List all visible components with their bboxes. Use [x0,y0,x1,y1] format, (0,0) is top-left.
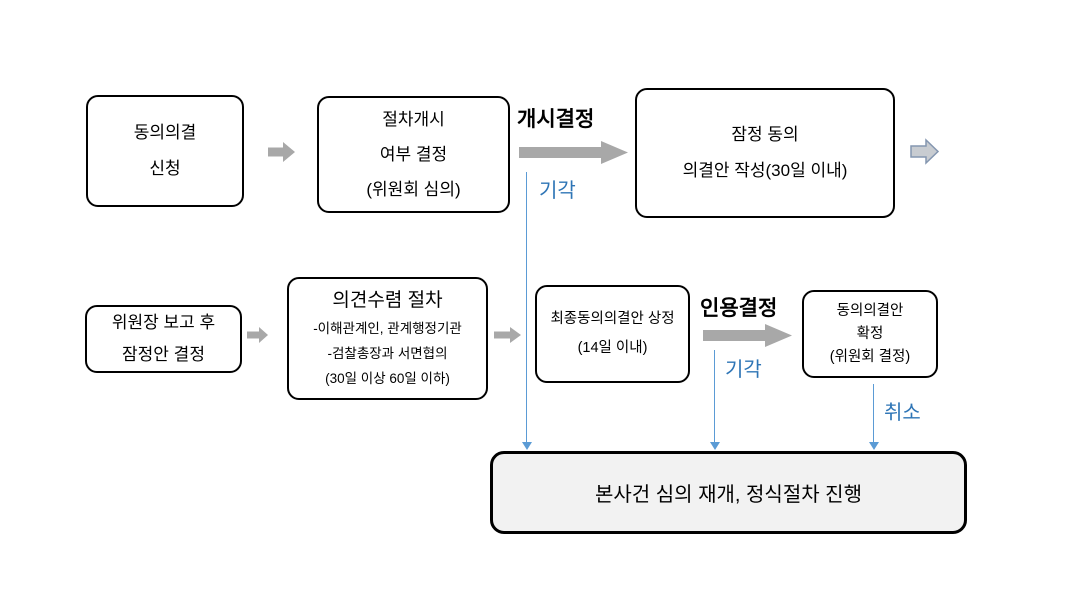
flow-box-restart: 본사건 심의 재개, 정식절차 진행 [490,451,967,534]
flow-box-draft-line1: 잠정 동의 [731,125,799,144]
flow-box-confirm-line1: 동의의결안 [836,302,904,319]
outlined-right-arrow-icon [910,138,940,165]
cancel-label: 취소 [884,402,921,424]
dismiss2-down-arrow-icon [709,442,720,450]
cancel-down-arrow-icon [868,442,879,450]
flow-box-confirm-line2: 확정 [856,325,884,342]
flow-box-apply-line2: 신청 [149,159,181,178]
flow-box-confirm-line3: (위원회 결정) [829,348,911,365]
flow-box-open-decision-line3: (위원회 심의) [366,180,461,199]
flow-box-open-decision-line2: 여부 결정 [379,145,448,164]
flow-box-report-line1: 위원장 보고 후 [111,313,216,332]
flow-box-draft: 잠정 동의 의결안 작성(30일 이내) [635,88,895,218]
flow-box-apply-line1: 동의의결 [133,123,197,142]
dismiss2-drop-line [713,350,715,442]
accept-decision-label: 인용결정 [700,297,778,320]
flow-box-opinion-line3: (30일 이상 60일 이하) [325,371,450,386]
flow-box-open-decision-line1: 절차개시 [382,110,445,129]
open-decision-label: 개시결정 [517,108,595,131]
flow-box-final-draft: 최종동의의결안 상정 (14일 이내) [535,285,690,383]
flow-box-open-decision: 절차개시 여부 결정 (위원회 심의) [317,96,510,213]
flow-box-opinion: 의견수렴 절차 -이해관계인, 관계행정기관 -검찰총장과 서면협의 (30일 … [287,277,488,400]
flow-box-opinion-line2: -검찰총장과 서면협의 [327,346,448,361]
flow-box-apply: 동의의결 신청 [86,95,244,207]
right-arrow-icon [494,327,521,343]
flow-box-final-draft-line2: (14일 이내) [577,340,648,356]
dismiss1-label: 기각 [539,180,576,202]
right-arrow-icon [268,142,295,162]
thick-right-arrow-icon [519,141,628,164]
flow-box-restart-text: 본사건 심의 재개, 정식절차 진행 [595,484,862,506]
flow-box-opinion-line1: -이해관계인, 관계행정기관 [313,321,462,336]
dismiss1-drop-line [526,172,527,442]
flow-box-final-draft-line1: 최종동의의결안 상정 [550,311,675,327]
cancel-drop-line [872,384,874,442]
thick-right-arrow-icon [703,324,792,347]
dismiss2-label: 기각 [725,359,762,381]
flow-box-report-line2: 잠정안 결정 [122,345,205,364]
flow-box-report: 위원장 보고 후 잠정안 결정 [85,305,242,373]
flow-box-confirm: 동의의결안 확정 (위원회 결정) [802,290,938,378]
flow-box-opinion-title: 의견수렴 절차 [332,290,443,311]
flow-box-draft-line2: 의결안 작성(30일 이내) [682,161,848,180]
right-arrow-icon [247,327,268,343]
dismiss1-down-arrow-icon [522,442,532,450]
